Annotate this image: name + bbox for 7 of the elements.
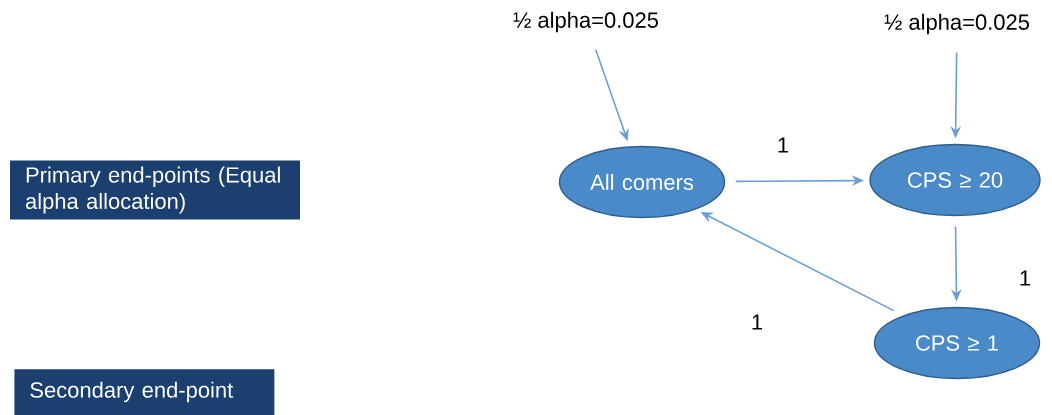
edge-label: 1 (747, 310, 767, 334)
alpha-label: ½ alpha=0.025 (884, 13, 1030, 35)
alpha-label: ½ alpha=0.025 (513, 11, 659, 33)
heading-band: Secondary end-point (14, 369, 275, 415)
heading-band: Primary end-points (Equal alpha allocation) (10, 160, 300, 220)
edge-label: 1 (773, 133, 793, 157)
edge-label: 1 (1015, 266, 1035, 290)
